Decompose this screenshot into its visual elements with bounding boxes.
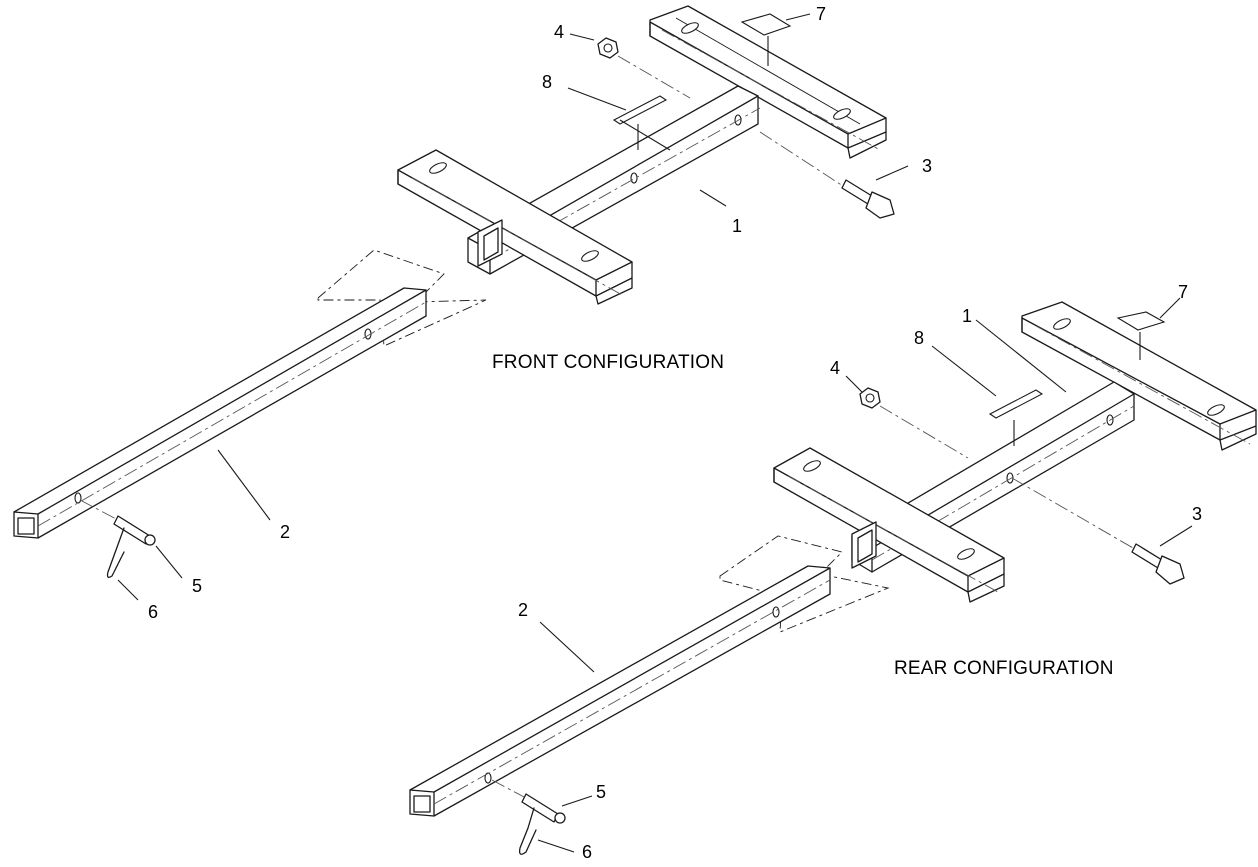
front-decal-8 (612, 95, 668, 125)
front-callout-4: 4 (554, 22, 564, 42)
rear-decal-7 (1116, 311, 1166, 331)
front-assembly: 1 2 3 4 5 6 7 8 FRONT CONFIGURATION (13, 4, 932, 622)
front-callout-2: 2 (280, 522, 290, 542)
rear-callout-8: 8 (914, 328, 924, 348)
front-callout-1: 1 (732, 216, 742, 236)
front-hitch-tube (13, 287, 427, 539)
front-clip-6 (106, 527, 125, 578)
front-decal-7 (740, 13, 792, 36)
front-nut-4 (597, 37, 691, 99)
rear-decal-8 (988, 389, 1044, 419)
front-callout-8: 8 (542, 72, 552, 92)
rear-callout-2: 2 (518, 600, 528, 620)
rear-callout-1: 1 (962, 306, 972, 326)
rear-callout-5: 5 (596, 782, 606, 802)
front-callout-7: 7 (816, 4, 826, 24)
rear-pin-5 (491, 779, 566, 824)
front-channel-front (397, 149, 633, 305)
front-pin-5 (79, 499, 156, 546)
front-callout-3: 3 (922, 156, 932, 176)
rear-socket (851, 521, 877, 569)
rear-assembly: 1 2 3 4 5 6 7 8 REAR CONFIGURATION (409, 282, 1257, 862)
front-socket (477, 219, 503, 267)
rear-callout-3: 3 (1192, 504, 1202, 524)
front-configuration-caption: FRONT CONFIGURATION (492, 352, 724, 373)
front-channel-rear (649, 5, 887, 159)
front-callout-5: 5 (192, 576, 202, 596)
rear-phantom-outline (719, 535, 890, 633)
rear-configuration-caption: REAR CONFIGURATION (894, 658, 1114, 679)
front-phantom-outline (317, 249, 487, 347)
rear-callout-4: 4 (830, 358, 840, 378)
rear-hitch-tube (409, 565, 831, 817)
rear-clip-6 (518, 807, 537, 855)
rear-bolt-3 (1011, 477, 1185, 585)
front-bolt-3 (759, 131, 895, 219)
rear-nut-4 (859, 387, 969, 459)
rear-callout-7: 7 (1178, 282, 1188, 302)
rear-channel-rear (1021, 301, 1257, 451)
rear-callout-6: 6 (582, 842, 592, 862)
front-callout-6: 6 (148, 602, 158, 622)
rear-channel-front (773, 447, 1005, 603)
